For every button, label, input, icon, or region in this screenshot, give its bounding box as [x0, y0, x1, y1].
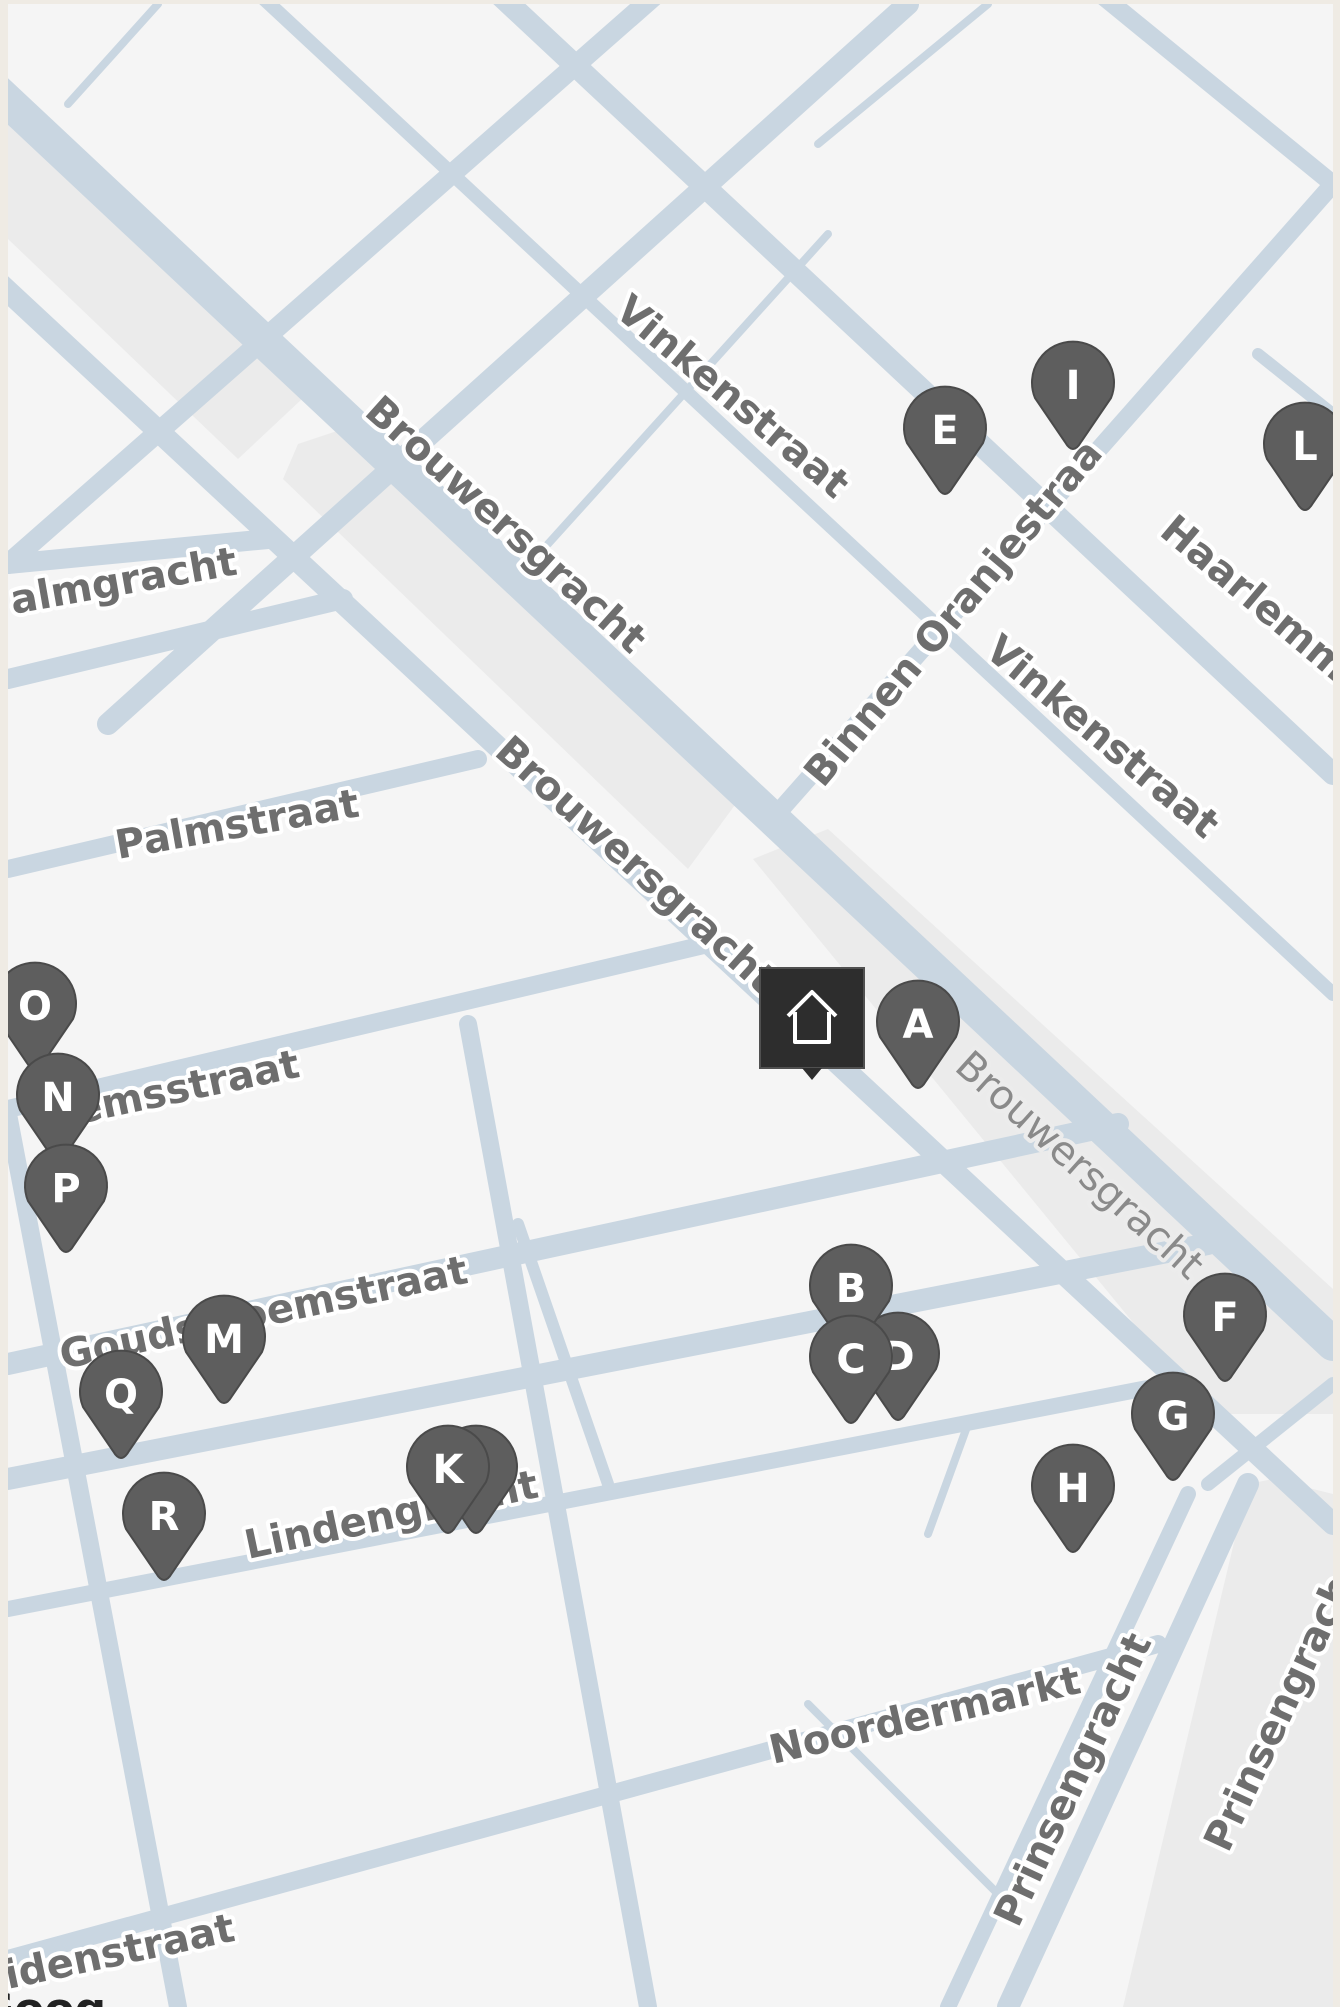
marker-letter: Q [104, 1372, 138, 1418]
map-svg[interactable]: Vinkenstraat Vinkenstraat Brouwersgracht… [8, 4, 1333, 2007]
marker-letter: L [1292, 424, 1318, 470]
map-marker-h[interactable]: H [1031, 1443, 1115, 1553]
marker-letter: O [18, 984, 52, 1030]
map-marker-o[interactable]: O [8, 961, 77, 1071]
map-marker-e[interactable]: E [903, 385, 987, 495]
marker-letter: H [1056, 1466, 1089, 1512]
map-marker-l[interactable]: L [1263, 401, 1333, 511]
map-canvas[interactable]: Vinkenstraat Vinkenstraat Brouwersgracht… [8, 4, 1333, 2007]
canal-blocks [8, 104, 1333, 2007]
roads [8, 4, 1333, 2007]
map-marker-k[interactable]: K [406, 1424, 490, 1534]
marker-letter: M [204, 1317, 244, 1363]
home-marker[interactable] [759, 967, 865, 1080]
map-marker-m[interactable]: M [182, 1294, 266, 1404]
map-marker-i[interactable]: I [1031, 340, 1115, 450]
marker-letter: G [1157, 1394, 1190, 1440]
marker-letter: A [903, 1002, 934, 1048]
marker-letter: B [836, 1266, 867, 1312]
map-marker-c[interactable]: C [809, 1314, 893, 1424]
marker-letter: P [51, 1166, 80, 1212]
map-marker-p[interactable]: P [24, 1143, 108, 1253]
map-marker-a[interactable]: A [876, 979, 960, 1089]
marker-letter: E [931, 408, 958, 454]
marker-letter: F [1211, 1295, 1238, 1341]
marker-letter: K [433, 1447, 466, 1493]
marker-letter: I [1066, 363, 1081, 409]
google-logo: Goog [8, 1984, 106, 2007]
marker-letter: R [149, 1494, 180, 1540]
map-marker-n[interactable]: N [16, 1052, 100, 1162]
marker-letter: N [41, 1075, 74, 1121]
map-marker-q[interactable]: Q [79, 1349, 163, 1459]
map-marker-f[interactable]: F [1183, 1272, 1267, 1382]
map-marker-g[interactable]: G [1131, 1371, 1215, 1481]
home-icon [786, 990, 838, 1044]
marker-letter: C [836, 1337, 865, 1383]
map-marker-r[interactable]: R [122, 1471, 206, 1581]
